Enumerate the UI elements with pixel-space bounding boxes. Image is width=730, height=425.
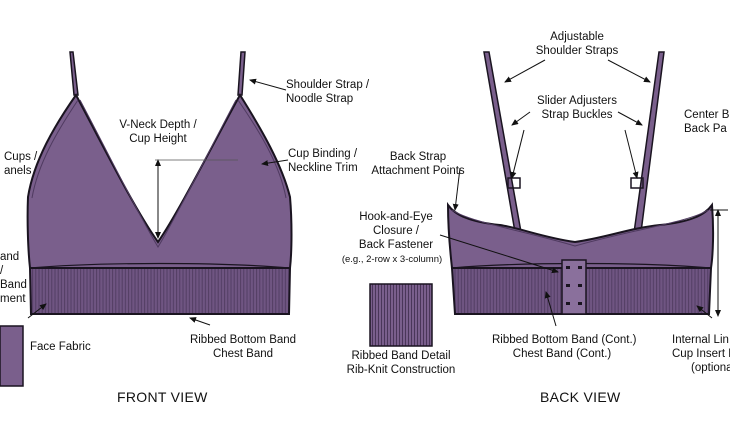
label-hook-eye-note: (e.g., 2-row x 3-column) bbox=[341, 254, 443, 265]
label-cups: Cups /anels bbox=[4, 151, 38, 177]
label-shoulder-strap: Shoulder Strap /Noodle Strap bbox=[286, 79, 370, 105]
front-left-strap bbox=[69, 51, 79, 96]
back-bra bbox=[446, 51, 715, 315]
back-right-strap bbox=[632, 51, 665, 241]
rib-detail-swatch bbox=[369, 283, 433, 347]
back-body bbox=[446, 201, 715, 269]
face-fabric-swatch bbox=[0, 325, 24, 387]
front-bra bbox=[26, 51, 293, 315]
front-view-title: FRONT VIEW bbox=[117, 389, 208, 405]
front-right-strap bbox=[237, 51, 246, 96]
back-left-strap bbox=[483, 51, 522, 233]
label-face-fabric: Face Fabric bbox=[30, 341, 91, 353]
hook-eye-closure bbox=[561, 259, 587, 315]
back-view-title: BACK VIEW bbox=[540, 389, 621, 405]
label-ribbed-bottom-band-cont: Ribbed Bottom Band (Cont.)Chest Band (Co… bbox=[492, 334, 637, 360]
front-ribbed-band bbox=[28, 267, 292, 315]
label-vneck-depth: V-Neck Depth /Cup Height bbox=[119, 119, 197, 145]
label-cup-binding: Cup Binding /Neckline Trim bbox=[288, 148, 358, 174]
